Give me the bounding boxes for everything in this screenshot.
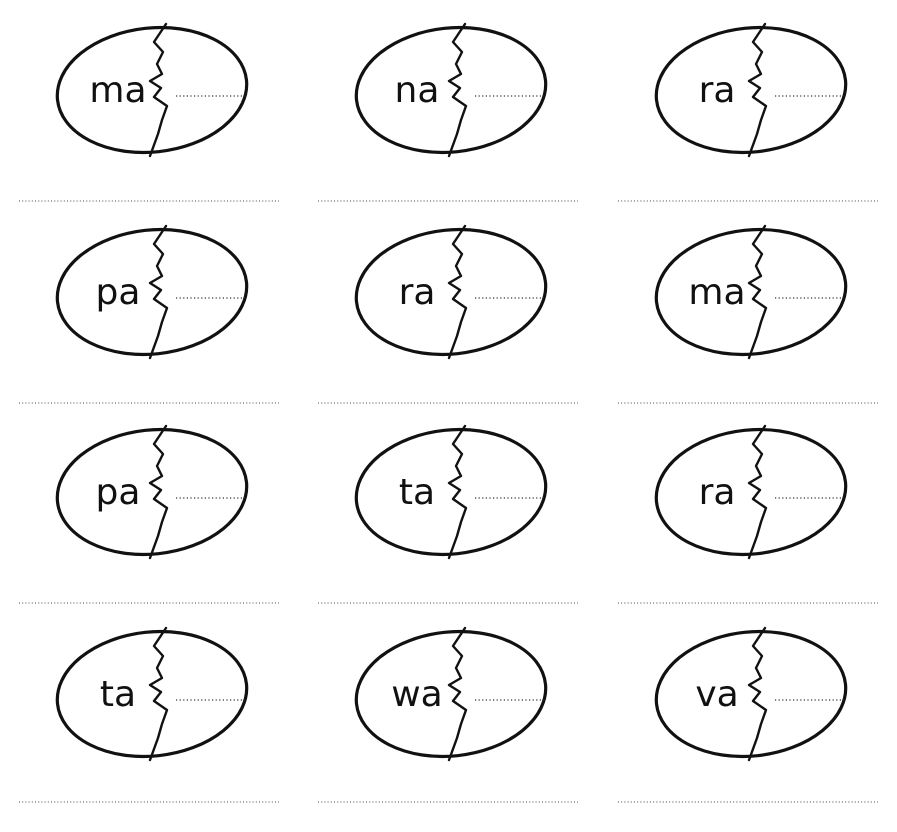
egg: pa	[55, 224, 249, 360]
egg: na	[354, 22, 548, 158]
egg-crack	[447, 22, 468, 158]
egg: va	[654, 626, 848, 762]
egg-syllable: ra	[699, 70, 736, 111]
egg-syllable: pa	[96, 272, 141, 313]
egg-syllable: na	[395, 70, 440, 111]
egg-crack	[148, 424, 169, 560]
egg-syllable: wa	[391, 674, 443, 715]
egg-crack	[447, 626, 468, 762]
egg: ra	[654, 424, 848, 560]
egg: wa	[354, 626, 548, 762]
egg: ma	[654, 224, 848, 360]
egg-syllable: ra	[699, 472, 736, 513]
egg-outline	[654, 227, 848, 357]
egg: pa	[55, 424, 249, 560]
egg-outline	[354, 25, 548, 155]
egg-outline	[354, 227, 548, 357]
egg-syllable: pa	[96, 472, 141, 513]
egg-outline	[55, 629, 249, 759]
egg-outline	[654, 427, 848, 557]
egg-syllable: ma	[89, 70, 146, 111]
egg: ta	[55, 626, 249, 762]
egg-crack	[747, 424, 768, 560]
egg: ra	[354, 224, 548, 360]
egg-outline	[354, 629, 548, 759]
egg-crack	[447, 224, 468, 360]
egg-syllable: va	[695, 674, 738, 715]
egg: ma	[55, 22, 249, 158]
egg-crack	[747, 626, 768, 762]
egg-outline	[55, 427, 249, 557]
egg-crack	[747, 224, 768, 360]
egg-crack	[148, 22, 169, 158]
egg-crack	[747, 22, 768, 158]
egg-syllable: ta	[399, 472, 435, 513]
egg-outline	[55, 25, 249, 155]
egg-syllable: ta	[100, 674, 136, 715]
egg-crack	[148, 626, 169, 762]
egg-syllable: ma	[688, 272, 745, 313]
egg: ta	[354, 424, 548, 560]
egg-outline	[354, 427, 548, 557]
egg-outline	[654, 629, 848, 759]
egg-outline	[55, 227, 249, 357]
egg-outline	[654, 25, 848, 155]
egg: ra	[654, 22, 848, 158]
egg-syllable: ra	[399, 272, 436, 313]
egg-crack	[447, 424, 468, 560]
egg-crack	[148, 224, 169, 360]
